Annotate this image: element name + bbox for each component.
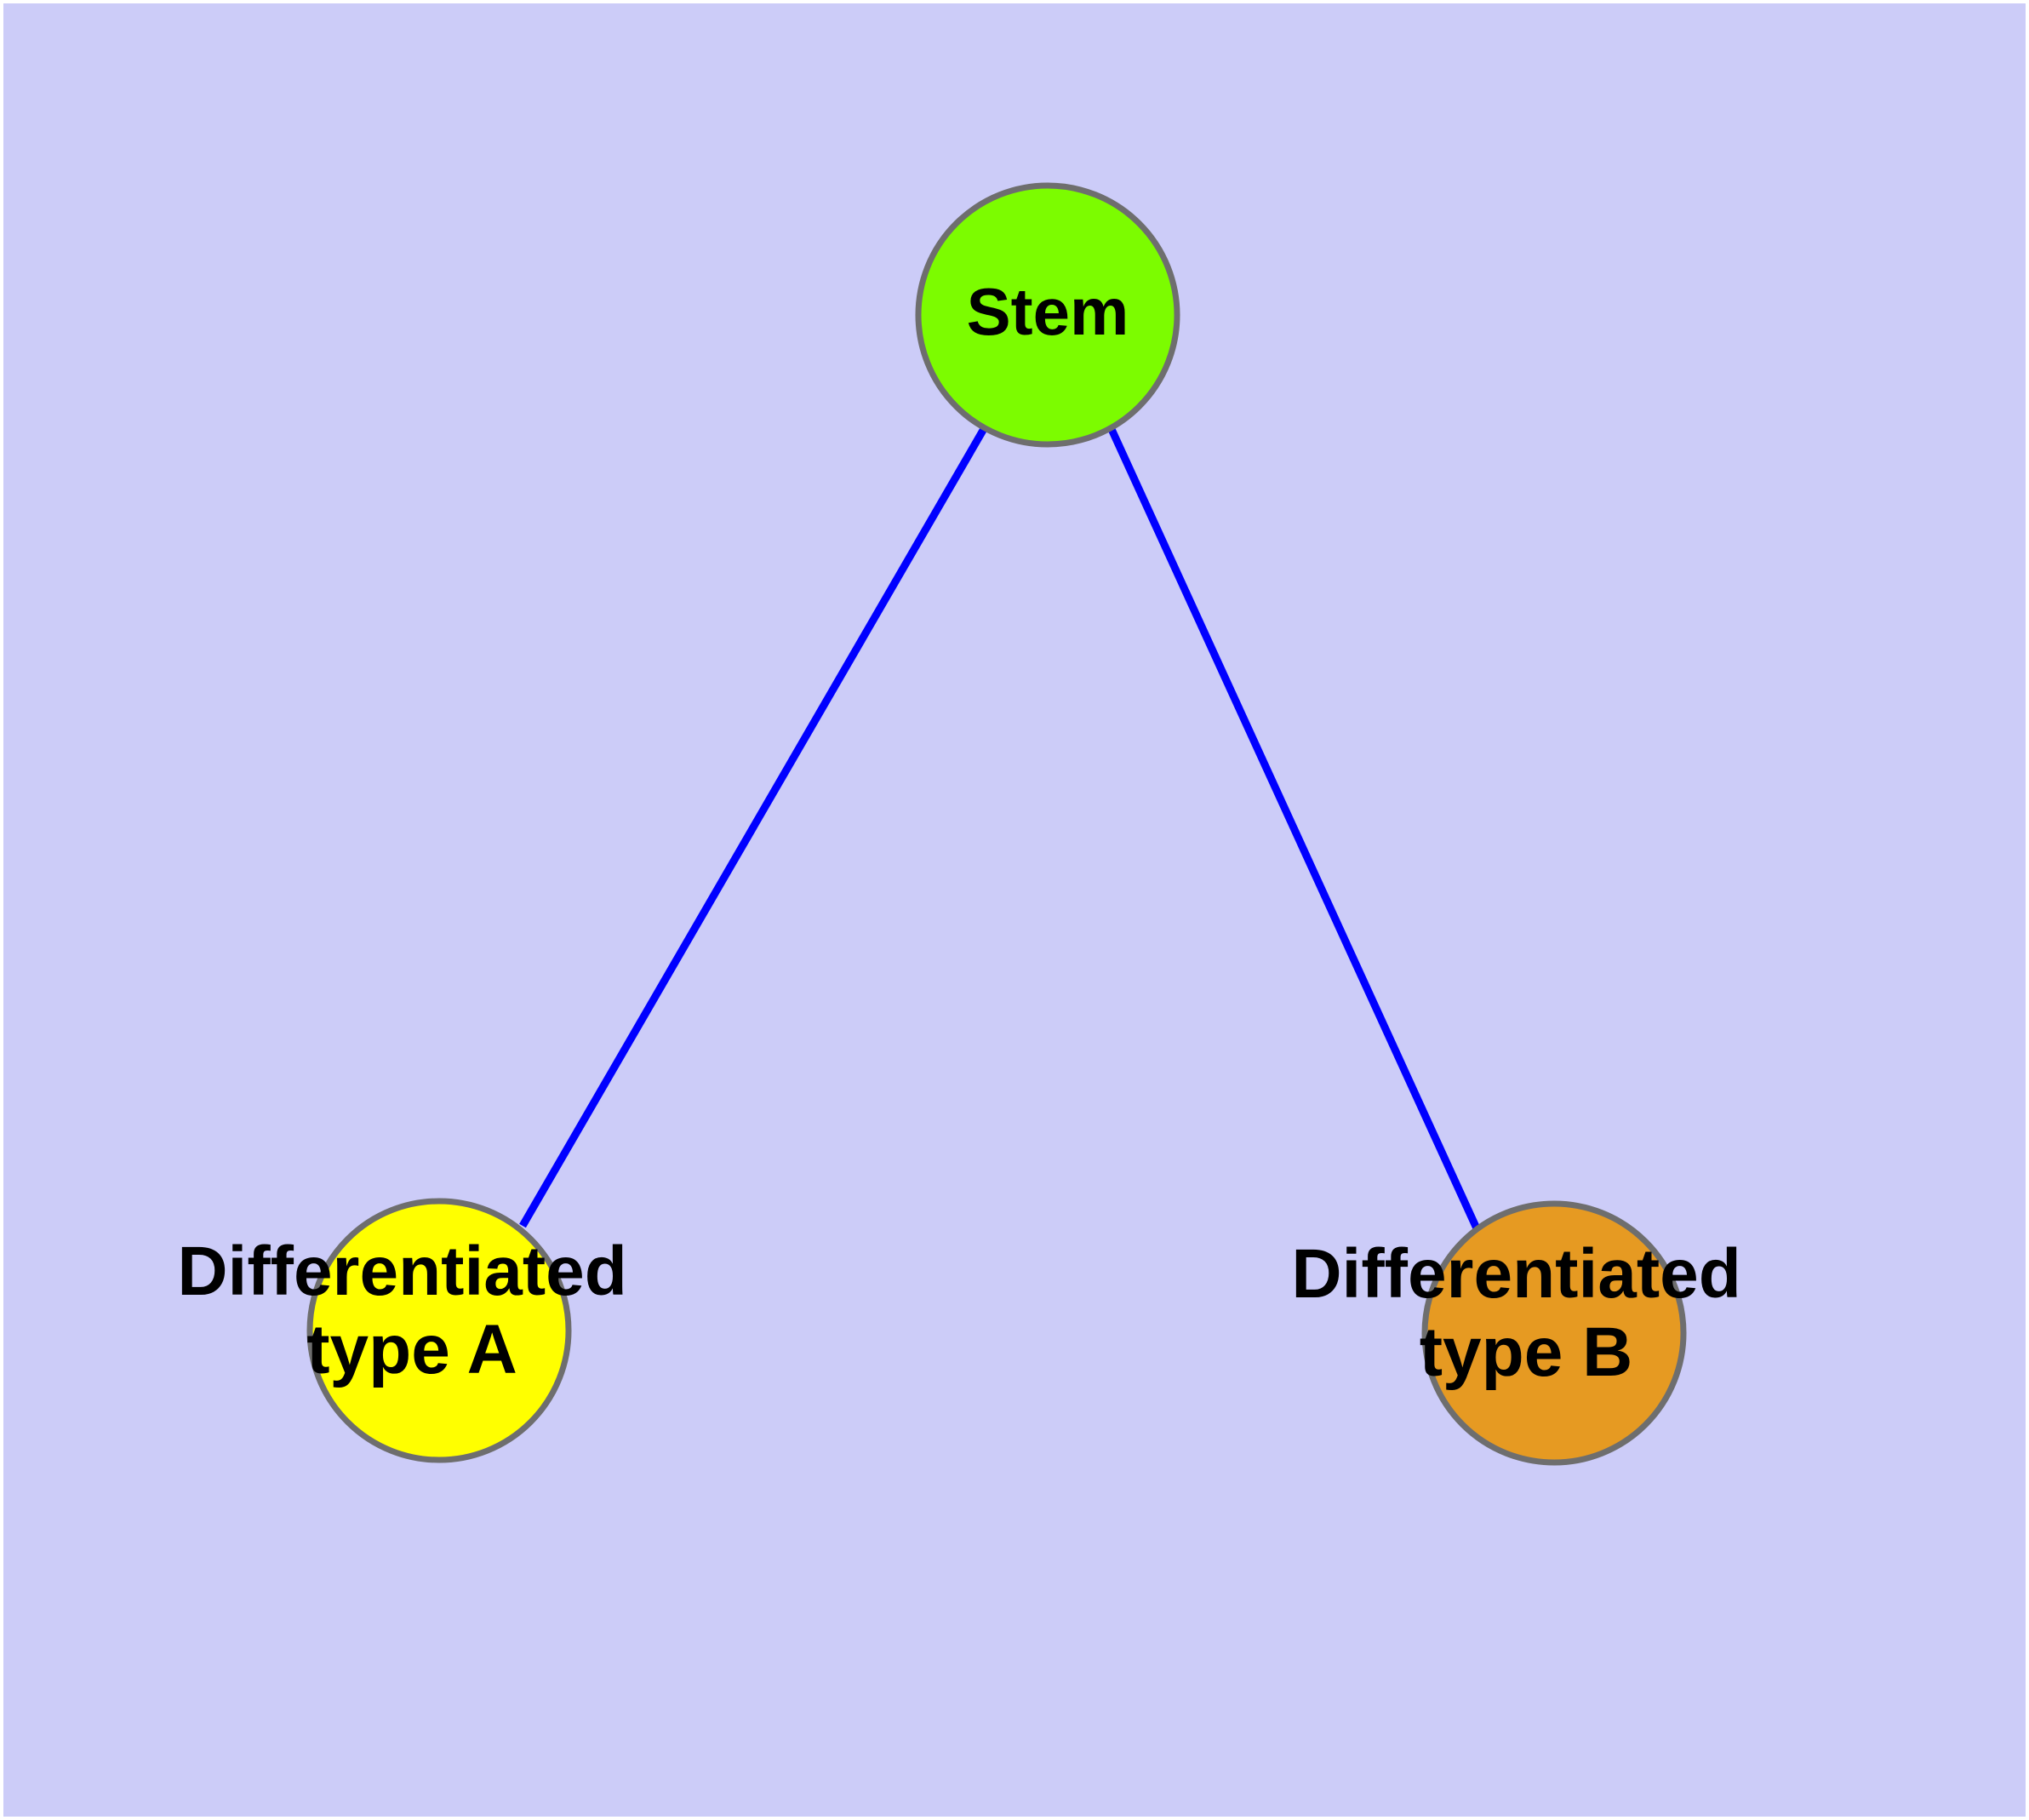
node-differentiated-type-a[interactable]: Differentiated type A <box>177 1198 646 1463</box>
node-differentiated-type-a-label-line-2: type A <box>306 1311 517 1388</box>
node-differentiated-type-b-circle[interactable] <box>1421 1200 1687 1466</box>
node-stem-label-line-1: Stem <box>967 274 1129 349</box>
node-group: Stem Differentiated type A Differentiate… <box>177 182 1760 1466</box>
node-differentiated-type-a-label-line-1: Differentiated <box>177 1233 627 1310</box>
node-stem[interactable]: Stem <box>915 182 1180 448</box>
node-differentiated-type-a-label: Differentiated type A <box>177 1233 646 1388</box>
node-differentiated-type-b-label-line-2: type B <box>1420 1313 1633 1391</box>
edge-stem-to-differentiated-type-a[interactable] <box>519 425 988 1228</box>
node-differentiated-type-b-label: Differentiated type B <box>1291 1235 1760 1391</box>
edge-group <box>519 425 1481 1230</box>
diagram-plot-area: Stem Differentiated type A Differentiate… <box>3 3 2026 1817</box>
node-stem-label: Stem <box>967 274 1129 349</box>
node-differentiated-type-b[interactable]: Differentiated type B <box>1291 1200 1760 1466</box>
node-stem-circle[interactable] <box>915 182 1180 448</box>
edge-stem-to-differentiated-type-b[interactable] <box>1106 426 1481 1230</box>
node-differentiated-type-b-label-line-1: Differentiated <box>1291 1235 1741 1313</box>
node-differentiated-type-a-circle[interactable] <box>306 1198 572 1463</box>
graph-svg: Stem Differentiated type A Differentiate… <box>177 182 1760 1466</box>
